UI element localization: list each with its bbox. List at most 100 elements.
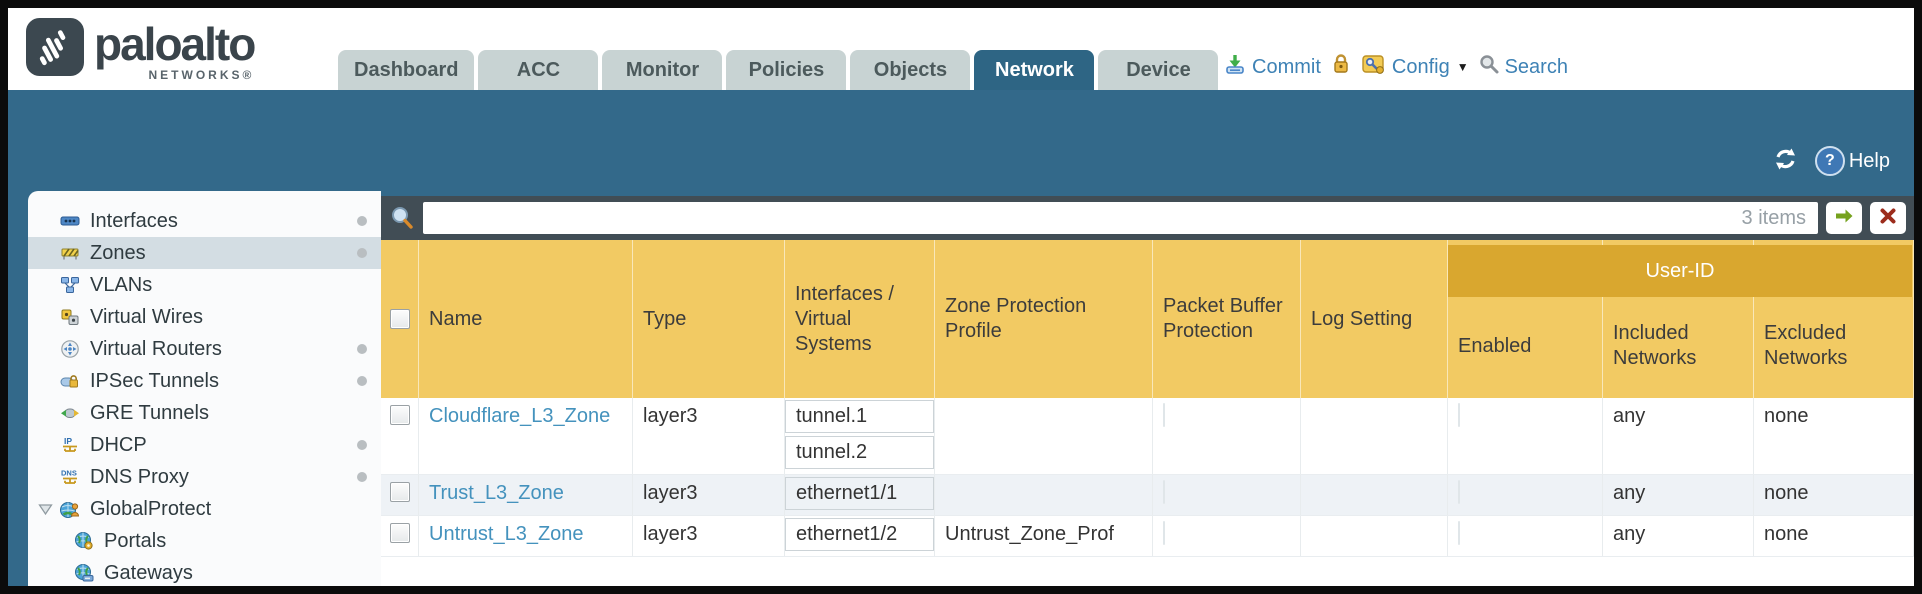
included-networks: any (1613, 405, 1646, 427)
brand-name: paloalto (94, 18, 256, 70)
interface-item: ethernet1/1 (785, 477, 934, 510)
zones-filter-input[interactable] (435, 206, 1742, 230)
packet-buffer-checkbox[interactable] (1163, 521, 1165, 545)
utility-bar: Commit (1223, 52, 1568, 82)
gateways-icon (74, 563, 96, 583)
column-header-name[interactable]: Name (419, 240, 633, 398)
select-all-checkbox[interactable] (389, 309, 410, 329)
sidebar-item-dns-proxy[interactable]: DNS Proxy (28, 461, 381, 493)
tab-acc[interactable]: ACC (478, 50, 599, 90)
sidebar-item-ipsec-tunnels[interactable]: IPSec Tunnels (28, 365, 381, 397)
globalprotect-icon (60, 499, 82, 519)
commit-button[interactable]: Commit (1223, 52, 1321, 82)
status-dot (357, 440, 367, 450)
tab-label: Objects (873, 58, 948, 81)
sidebar-item-gateways[interactable]: Gateways (28, 557, 381, 586)
items-count: 3 items (1741, 206, 1806, 229)
sidebar-item-gre-tunnels[interactable]: GRE Tunnels (28, 397, 381, 429)
expander-icon[interactable] (38, 503, 60, 516)
row-checkbox[interactable] (389, 405, 410, 425)
sidebar-item-zones[interactable]: Zones (28, 237, 381, 269)
tab-device[interactable]: Device (1098, 50, 1219, 90)
lock-button[interactable] (1330, 52, 1352, 82)
zones-icon (60, 243, 82, 263)
sidebar-item-dhcp[interactable]: DHCP (28, 429, 381, 461)
ipsec-tunnels-icon (60, 371, 82, 391)
column-header-included-networks[interactable]: Included Networks (1603, 240, 1754, 398)
tab-label: Policies (748, 58, 825, 81)
sidebar-item-label: DHCP (90, 433, 147, 456)
tab-label: Device (1126, 58, 1191, 81)
header-select-all (381, 240, 419, 398)
sidebar-item-virtual-routers[interactable]: Virtual Routers (28, 333, 381, 365)
clear-filter-button[interactable] (1870, 202, 1906, 234)
apply-filter-button[interactable] (1826, 202, 1862, 234)
interfaces-icon (60, 211, 82, 231)
packet-buffer-checkbox[interactable] (1163, 403, 1165, 427)
excluded-networks: none (1764, 482, 1809, 504)
zone-protection-profile: Untrust_Zone_Prof (945, 523, 1114, 545)
row-checkbox[interactable] (389, 523, 410, 543)
zone-type: layer3 (643, 405, 698, 427)
arrow-right-icon (1833, 207, 1855, 230)
sidebar-item-portals[interactable]: Portals (28, 525, 381, 557)
tab-network[interactable]: Network (974, 50, 1095, 90)
banner-actions: ? Help (1772, 146, 1890, 176)
status-dot (357, 248, 367, 258)
tab-objects[interactable]: Objects (850, 50, 971, 90)
virtual-wires-icon (60, 307, 82, 327)
column-header-excluded-networks[interactable]: Excluded Networks (1754, 240, 1914, 398)
brand-subtitle: NETWORKS® (148, 68, 255, 82)
zone-name-link[interactable]: Cloudflare_L3_Zone (429, 405, 611, 427)
column-header-zone-protection[interactable]: Zone Protection Profile (935, 240, 1153, 398)
packet-buffer-checkbox[interactable] (1163, 480, 1165, 504)
tab-policies[interactable]: Policies (726, 50, 847, 90)
column-header-log-setting[interactable]: Log Setting (1301, 240, 1448, 398)
tab-label: Monitor (625, 58, 700, 81)
included-networks: any (1613, 523, 1646, 545)
nav-tabs: Dashboard ACC Monitor Policies Objects Networ… (338, 50, 1219, 90)
interface-item: tunnel.1 (785, 400, 934, 433)
config-icon (1361, 52, 1387, 82)
user-id-enabled-checkbox[interactable] (1458, 480, 1460, 504)
search-button[interactable]: Search (1478, 53, 1568, 81)
sidebar-item-interfaces[interactable]: Interfaces (28, 205, 381, 237)
tab-label: Network (995, 58, 1074, 81)
row-checkbox[interactable] (389, 482, 410, 502)
refresh-button[interactable] (1772, 147, 1799, 176)
sidebar-item-vlans[interactable]: VLANs (28, 269, 381, 301)
sidebar-item-virtual-wires[interactable]: Virtual Wires (28, 301, 381, 333)
status-dot (357, 344, 367, 354)
help-button[interactable]: ? Help (1814, 146, 1890, 176)
column-header-interfaces[interactable]: Interfaces / Virtual Systems (785, 240, 935, 398)
top-bar: paloalto NETWORKS® Dashboard ACC Monitor Po… (8, 8, 1914, 90)
interface-item: tunnel.2 (785, 436, 934, 469)
zone-name-link[interactable]: Untrust_L3_Zone (429, 523, 584, 545)
close-icon (1879, 207, 1897, 230)
sidebar-item-label: GlobalProtect (90, 497, 212, 520)
search-icon (1478, 53, 1500, 81)
search-label: Search (1504, 55, 1568, 78)
user-id-enabled-checkbox[interactable] (1458, 403, 1460, 427)
sidebar-item-label: Zones (90, 241, 146, 264)
status-dot (357, 376, 367, 386)
tab-label: ACC (516, 58, 561, 81)
zone-name-link[interactable]: Trust_L3_Zone (429, 482, 564, 504)
user-id-group-header: User-ID (1448, 245, 1912, 297)
config-button[interactable]: Config ▼ (1361, 52, 1469, 82)
column-header-type[interactable]: Type (633, 240, 785, 398)
column-header-enabled[interactable]: Enabled (1448, 240, 1603, 398)
zone-type: layer3 (643, 482, 698, 504)
table-header: Name Type Interfaces / Virtual Systems Z… (381, 240, 1914, 398)
help-icon: ? (1814, 146, 1845, 176)
table-row: Trust_L3_Zone layer3 ethernet1/1 any non… (381, 475, 1914, 516)
column-header-packet-buffer[interactable]: Packet Buffer Protection (1153, 240, 1301, 398)
tab-dashboard[interactable]: Dashboard (338, 50, 475, 90)
dns-proxy-icon (60, 467, 82, 487)
sidebar-item-globalprotect[interactable]: GlobalProtect (28, 493, 381, 525)
filter-input-wrap: 3 items (423, 202, 1818, 234)
user-id-enabled-checkbox[interactable] (1458, 521, 1460, 545)
tab-monitor[interactable]: Monitor (602, 50, 723, 90)
zone-interfaces: ethernet1/2 (785, 516, 935, 556)
